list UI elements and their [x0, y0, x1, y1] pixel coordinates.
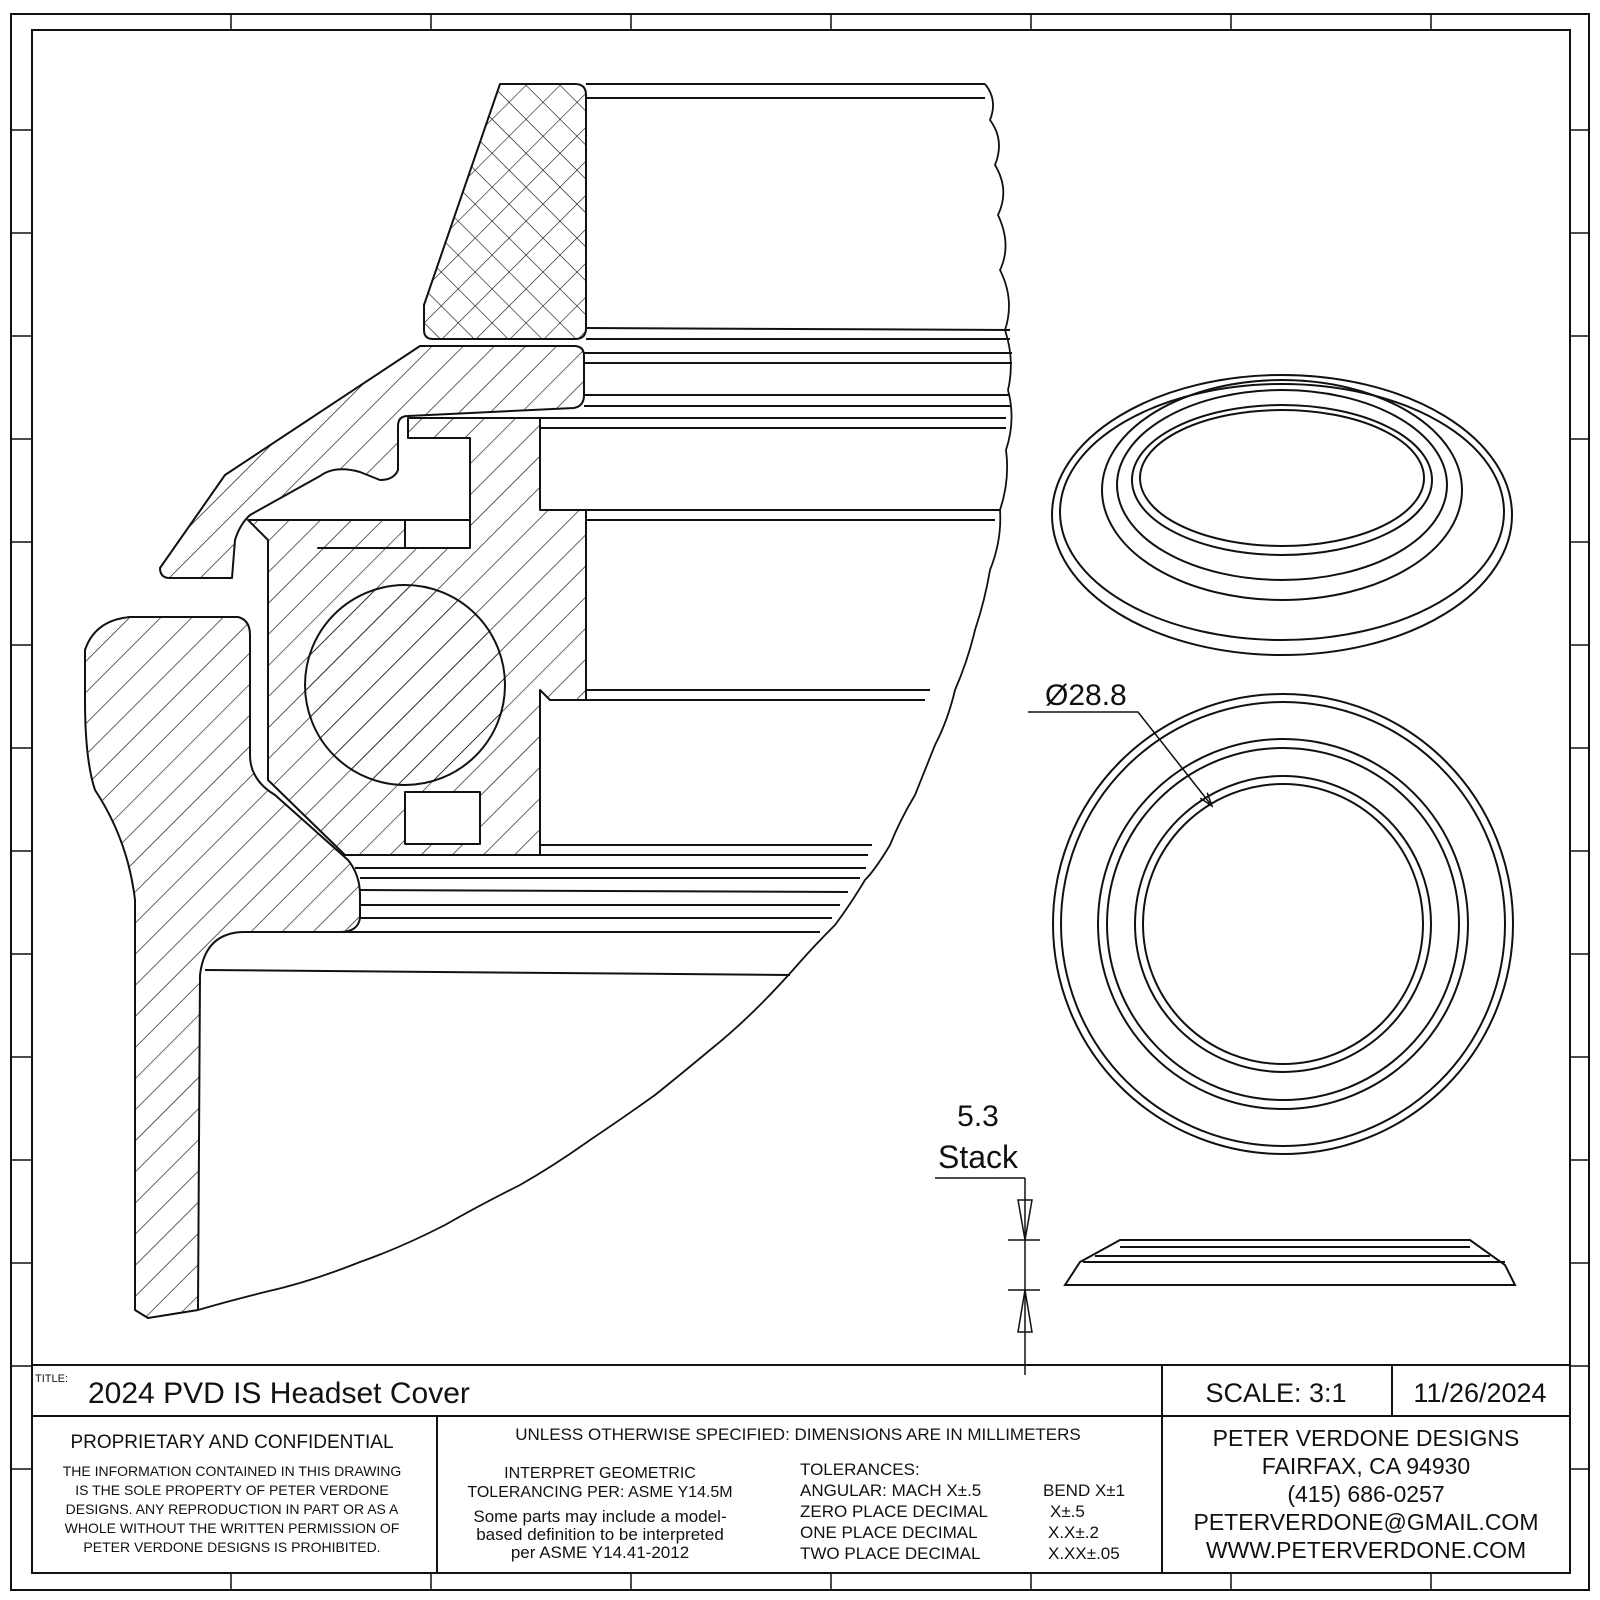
mbd-line: per ASME Y14.41-2012: [511, 1543, 689, 1562]
isometric-view: [1051, 374, 1513, 656]
tolerance-label: ANGULAR: MACH X±.5: [800, 1481, 981, 1500]
diameter-value: 28.8: [1068, 679, 1126, 712]
proprietary-heading: PROPRIETARY AND CONFIDENTIAL: [70, 1432, 393, 1453]
top-view: [1028, 693, 1514, 1155]
bearing-ball: [304, 584, 506, 786]
section-view: [84, 83, 1013, 1319]
title-block: [32, 1364, 1570, 1573]
diameter-symbol: Ø: [1045, 679, 1068, 712]
tolerances-heading: TOLERANCES:: [800, 1460, 920, 1479]
company-address: FAIRFAX, CA 94930: [1262, 1453, 1470, 1479]
cap-section: [423, 83, 587, 340]
tolerance-value: BEND X±1: [1043, 1481, 1125, 1500]
tolerance-label: ZERO PLACE DECIMAL: [800, 1502, 988, 1521]
tolerance-label: ONE PLACE DECIMAL: [800, 1523, 978, 1542]
units-note: UNLESS OTHERWISE SPECIFIED: DIMENSIONS A…: [515, 1425, 1081, 1444]
mbd-line: Some parts may include a model-: [473, 1507, 726, 1526]
company-info: PETER VERDONE DESIGNS FAIRFAX, CA 94930 …: [1194, 1425, 1539, 1563]
gdt-line: INTERPRET GEOMETRIC: [504, 1465, 696, 1482]
mbd-line: based definition to be interpreted: [476, 1525, 724, 1544]
notes: UNLESS OTHERWISE SPECIFIED: DIMENSIONS A…: [467, 1425, 1125, 1563]
drawing-title: 2024 PVD IS Headset Cover: [88, 1377, 470, 1410]
proprietary-line: WHOLE WITHOUT THE WRITTEN PERMISSION OF: [65, 1520, 400, 1536]
tolerance-label: TWO PLACE DECIMAL: [800, 1544, 980, 1563]
seat-ring: [317, 519, 471, 549]
proprietary-line: DESIGNS. ANY REPRODUCTION IN PART OR AS …: [66, 1501, 399, 1517]
steerer-lines: [204, 83, 1012, 976]
diameter-dimension: Ø28.8: [1045, 679, 1127, 712]
proprietary-line: THE INFORMATION CONTAINED IN THIS DRAWIN…: [63, 1463, 402, 1479]
tolerance-value: X.X±.2: [1048, 1523, 1099, 1542]
company-phone: (415) 686-0257: [1287, 1481, 1444, 1507]
proprietary-notice: PROPRIETARY AND CONFIDENTIAL THE INFORMA…: [63, 1432, 402, 1555]
stack-label: Stack: [938, 1139, 1019, 1175]
tolerance-value: X±.5: [1050, 1502, 1085, 1521]
company-email: PETERVERDONE@GMAIL.COM: [1194, 1509, 1539, 1535]
proprietary-line: PETER VERDONE DESIGNS IS PROHIBITED.: [83, 1539, 380, 1555]
side-view: [935, 1177, 1517, 1375]
diameter-leader: [1028, 711, 1212, 806]
title-label: TITLE:: [35, 1373, 68, 1385]
ball-retainer: [404, 791, 481, 845]
gdt-line: TOLERANCING PER: ASME Y14.5M: [467, 1484, 732, 1501]
scale: SCALE: 3:1: [1205, 1378, 1346, 1408]
company-website: WWW.PETERVERDONE.COM: [1206, 1537, 1526, 1563]
cover-section: [159, 345, 585, 579]
stack-value: 5.3: [957, 1100, 999, 1133]
border-zone-ticks: [11, 14, 1589, 1590]
stack-dimension: [935, 1177, 1040, 1375]
company-name: PETER VERDONE DESIGNS: [1213, 1425, 1520, 1451]
sheet-border: [10, 13, 1590, 1591]
head-tube-section: [84, 616, 361, 1319]
proprietary-line: IS THE SOLE PROPERTY OF PETER VERDONE: [75, 1482, 389, 1498]
tolerance-value: X.XX±.05: [1048, 1544, 1120, 1563]
break-line: [197, 83, 1013, 1311]
date: 11/26/2024: [1413, 1378, 1546, 1408]
